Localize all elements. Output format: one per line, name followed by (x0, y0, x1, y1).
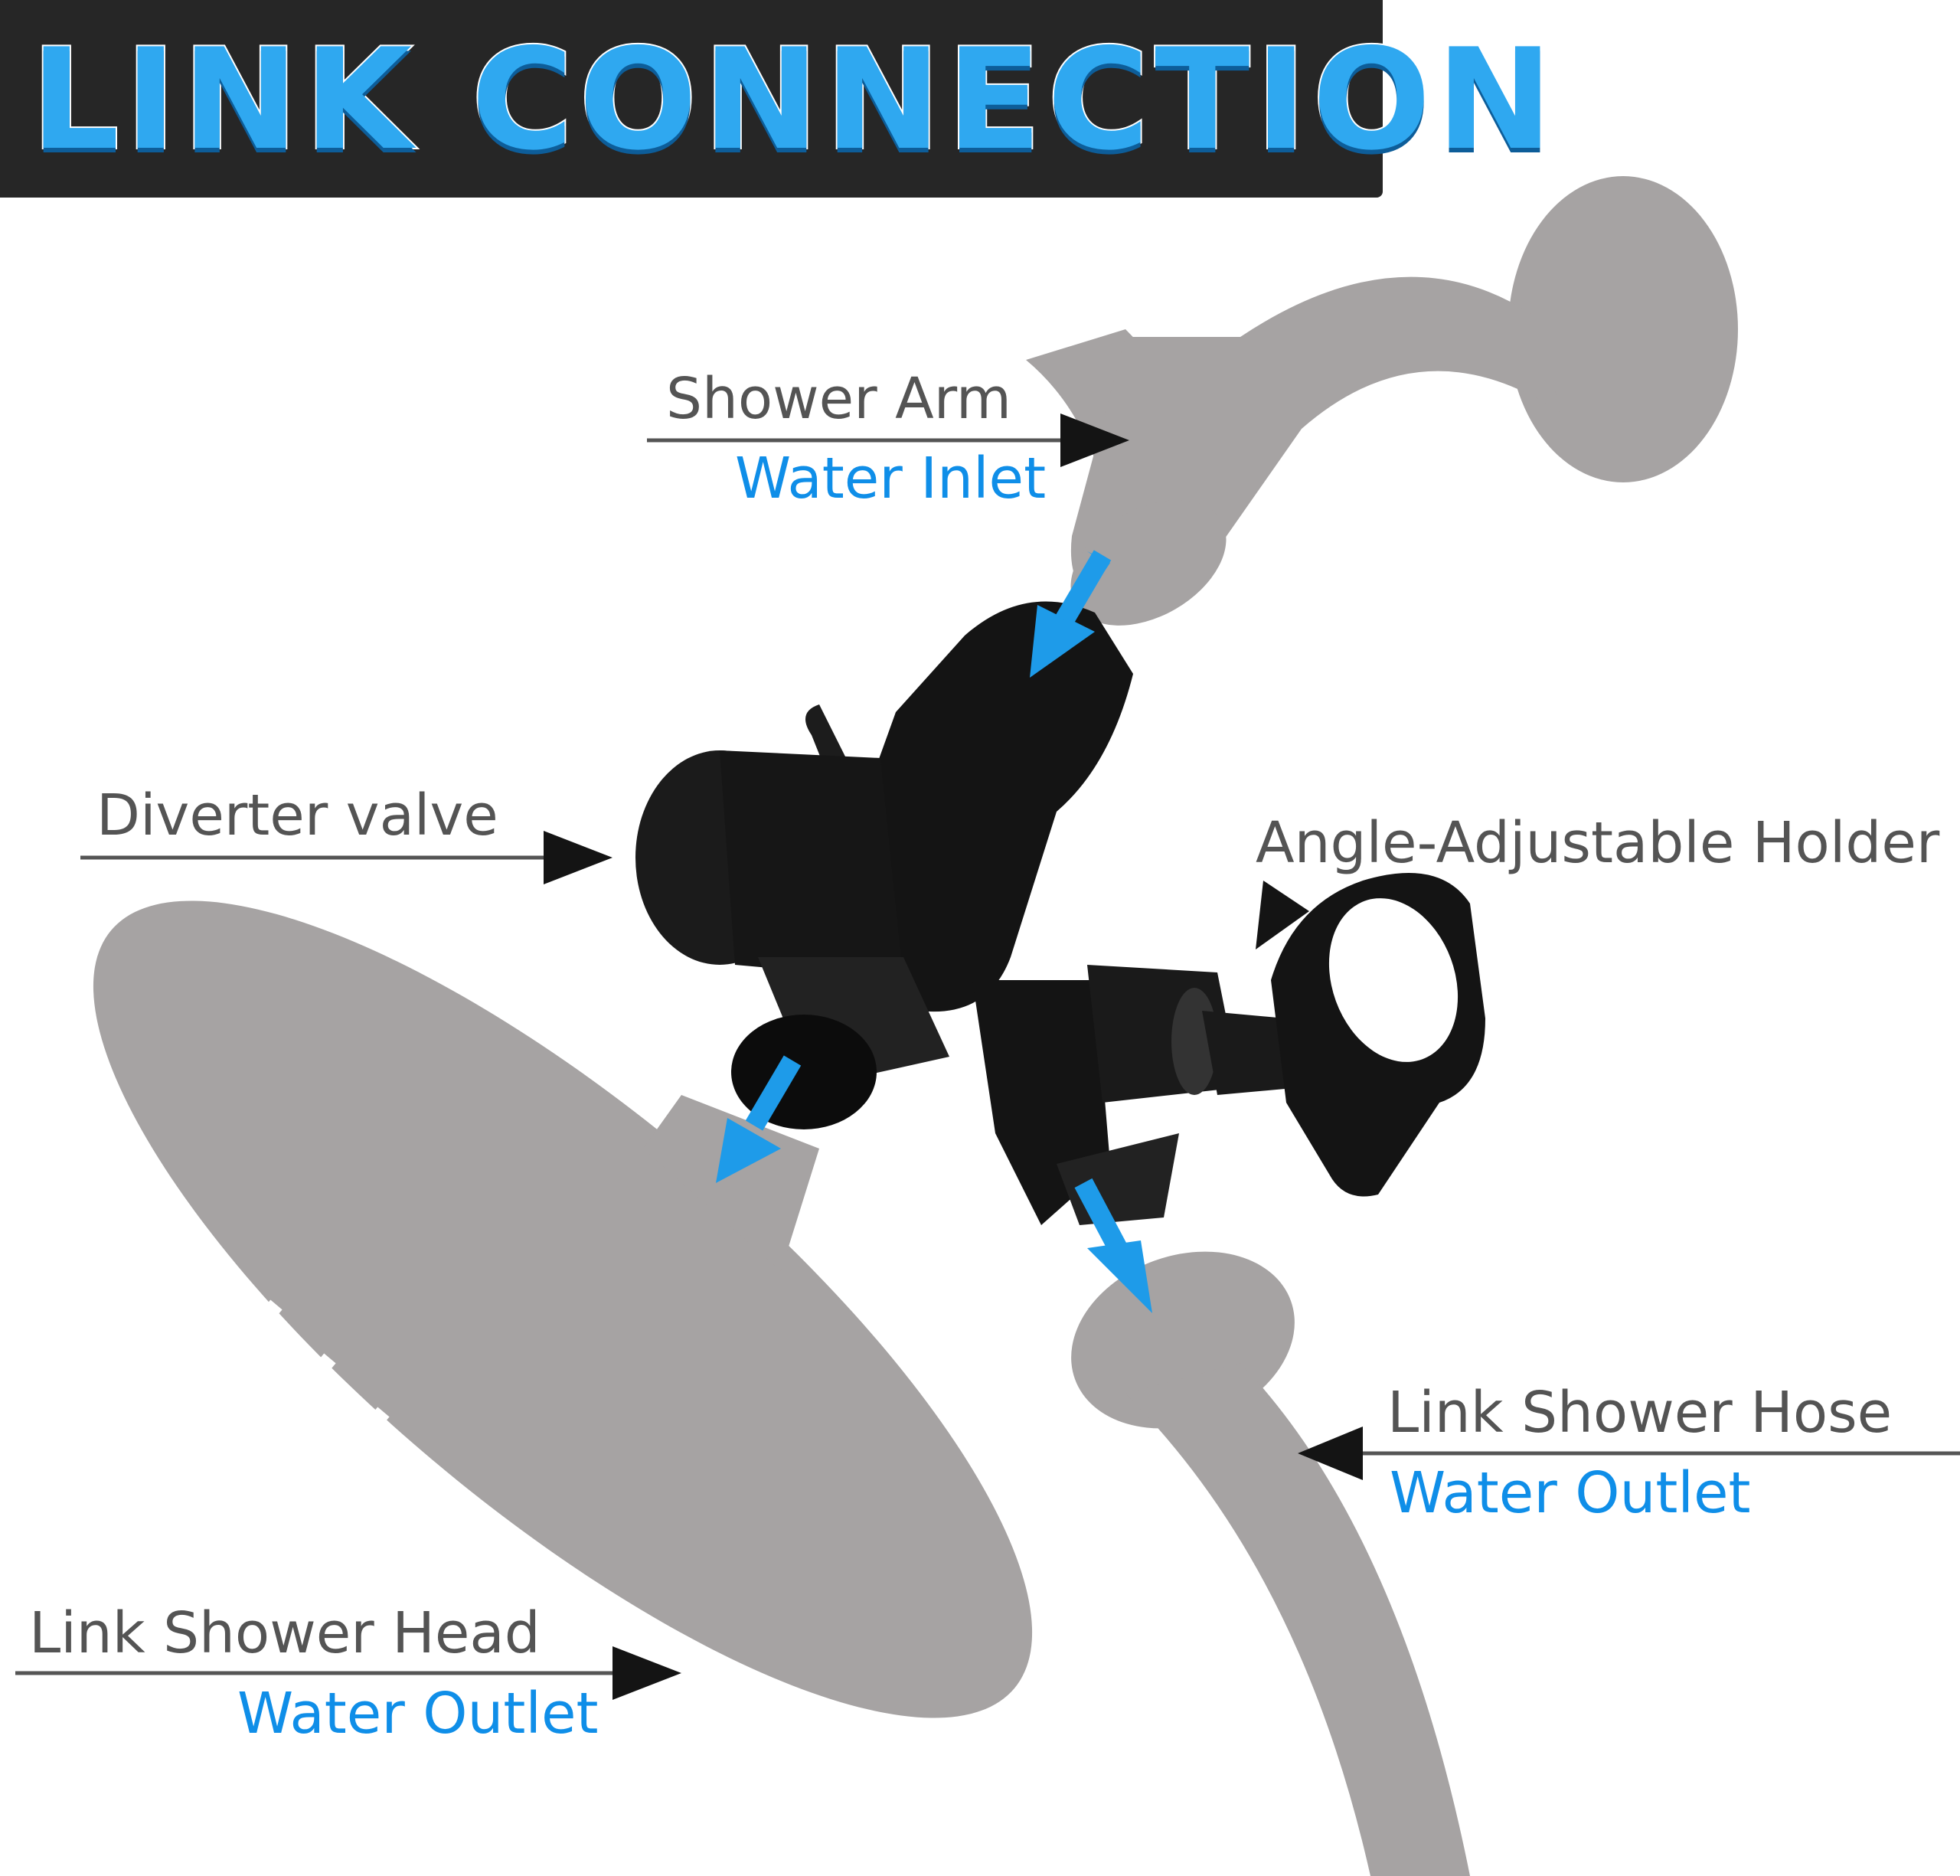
holder-label: Angle-Adjustable Holder (1256, 810, 1940, 876)
page-title: LINK CONNECTION (29, 18, 1559, 181)
holder-arrowhead (1256, 881, 1309, 949)
shower-head-label: Link Shower Head (29, 1600, 541, 1666)
shower-head-role-label: Water Outlet (237, 1681, 599, 1747)
inlet-flow-arrow (1030, 550, 1112, 678)
shower-arm-role-label: Water Inlet (735, 446, 1047, 511)
callout-lines (15, 438, 1960, 1675)
shower-hose-shape (1071, 1251, 1470, 1876)
diverter-valve-shape (635, 601, 1240, 1225)
shower-arm-shape (1026, 176, 1738, 626)
diverter-valve-arrowhead (544, 831, 612, 884)
diverter-valve-label: Diverter valve (96, 783, 498, 848)
title-banner: LINK CONNECTION (0, 0, 1554, 198)
shower-arm-arrowhead (1060, 413, 1129, 467)
hose-arrowhead (1298, 1427, 1363, 1480)
shower-hose-label: Link Shower Hose (1387, 1380, 1893, 1446)
flow-arrows (716, 550, 1152, 1313)
head-flow-arrow (716, 1055, 802, 1183)
hose-flow-arrow (1074, 1178, 1152, 1313)
shower-head-shape (93, 900, 1033, 1718)
head-arrowhead (612, 1646, 681, 1700)
holder-shape (1202, 873, 1485, 1197)
callout-arrowheads (544, 413, 1363, 1700)
shower-hose-role-label: Water Outlet (1390, 1460, 1751, 1526)
shower-arm-label: Shower Arm (666, 366, 1011, 432)
